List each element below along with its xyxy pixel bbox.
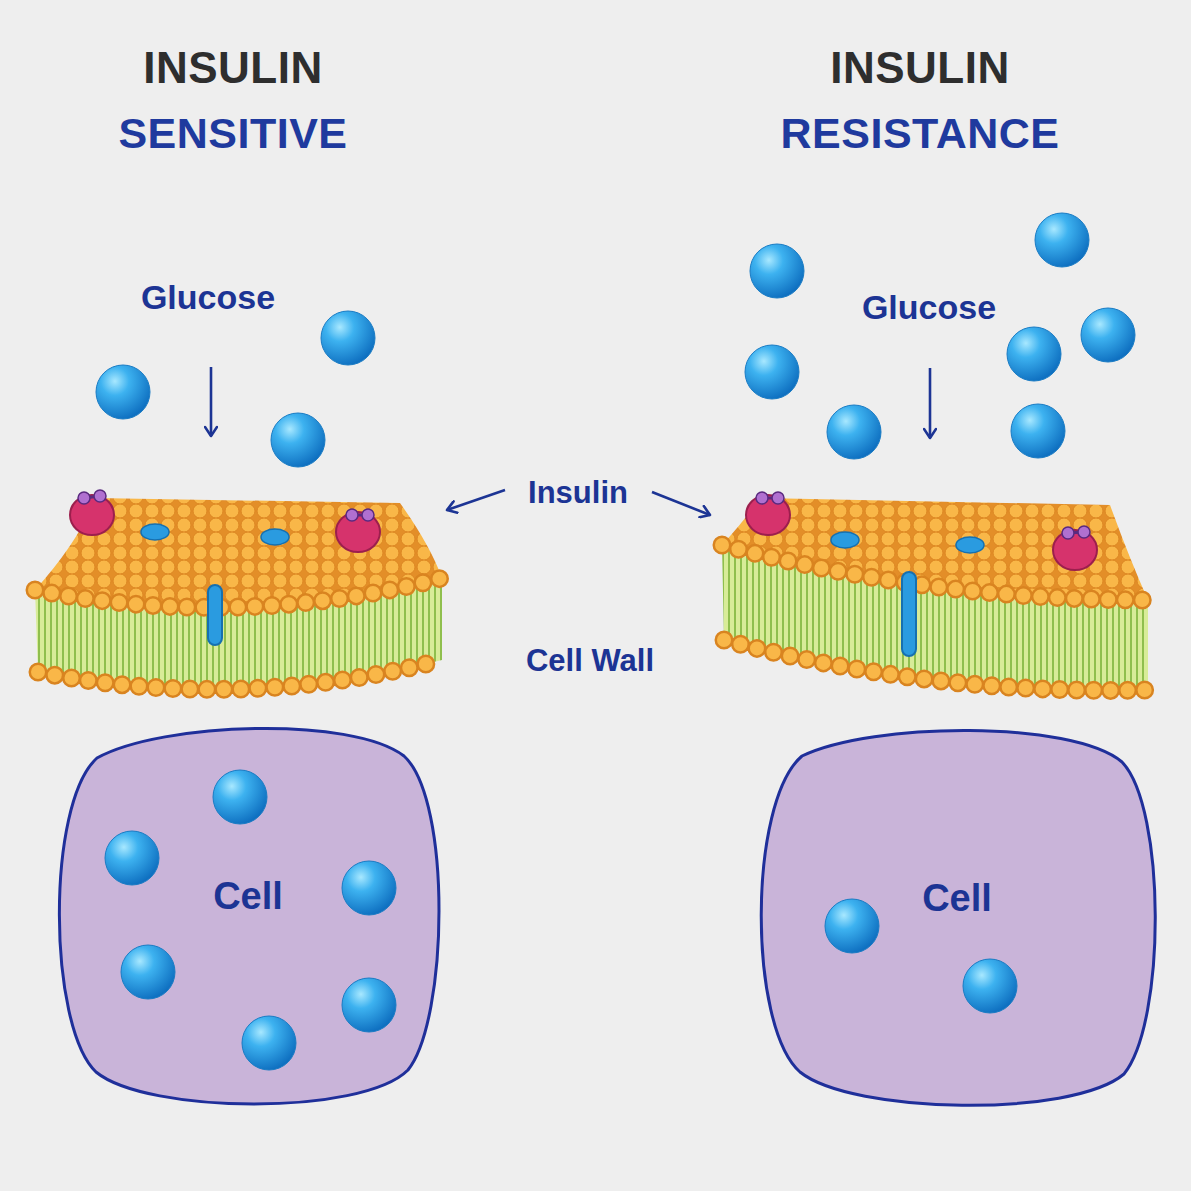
cell-body: Cell [52, 720, 444, 1110]
text-label: Glucose [862, 290, 996, 324]
lipid-heads [38, 660, 442, 689]
glucose-channel [902, 572, 916, 656]
transporter [261, 529, 289, 545]
text-label: Cell Wall [526, 645, 654, 676]
transporter [831, 532, 859, 548]
glucose-arrow [929, 368, 932, 438]
insulin-arrow [652, 492, 710, 515]
insulin-receptor [70, 490, 114, 535]
cell-outline [752, 722, 1162, 1112]
cell-shape [761, 730, 1155, 1105]
cell-membrane [722, 492, 1148, 690]
text-label: INSULIN [830, 46, 1010, 90]
text-label: Insulin [528, 477, 628, 508]
lipid-heads [35, 578, 442, 607]
insulin-arrow [447, 490, 505, 510]
cell-outline [52, 720, 444, 1110]
cell-label: Cell [213, 877, 283, 915]
lipid-heads [724, 640, 1148, 690]
glucose-arrow [210, 367, 213, 436]
glucose-molecules [96, 213, 1135, 467]
cell-body: Cell [752, 722, 1162, 1112]
insulin-receptor [336, 509, 380, 552]
insulin-receptor [746, 492, 790, 535]
transporter [141, 524, 169, 540]
text-label: INSULIN [143, 46, 323, 90]
lipid-heads [38, 660, 442, 689]
transporter [956, 537, 984, 553]
insulin-receptor [1053, 526, 1097, 570]
lipid-heads [35, 578, 442, 607]
glucose-molecules [105, 770, 1017, 1070]
cell-label: Cell [922, 879, 992, 917]
cell-membrane [35, 490, 442, 689]
text-label: Glucose [141, 280, 275, 314]
text-label: SENSITIVE [118, 112, 347, 155]
lipid-heads [724, 640, 1148, 690]
cell-shape [59, 728, 439, 1104]
glucose-channel [208, 585, 222, 645]
text-label: RESISTANCE [781, 112, 1060, 155]
